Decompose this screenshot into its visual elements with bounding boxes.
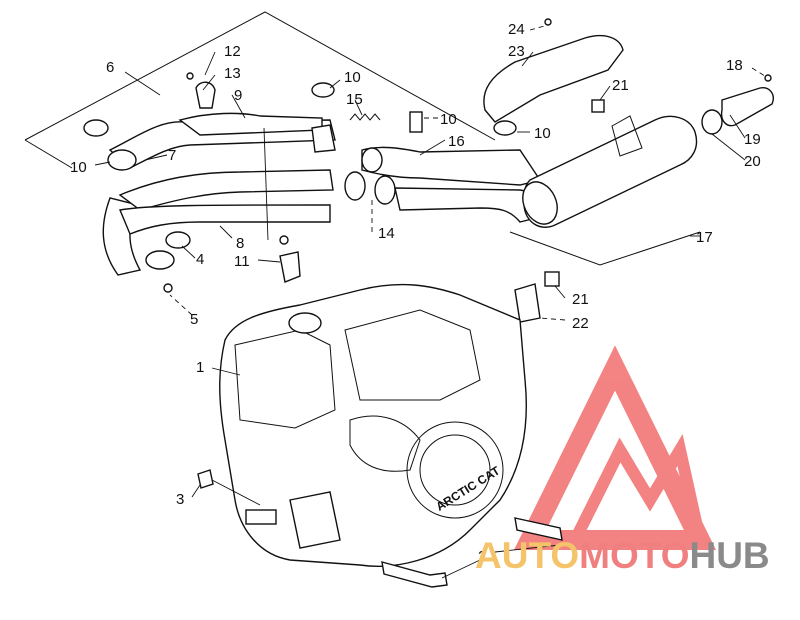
callout-19: 19 (744, 131, 761, 148)
clamp-10-mid (493, 120, 517, 136)
sensor-10 (409, 111, 423, 133)
clamp-4 (165, 231, 191, 249)
gasket-20 (701, 109, 723, 135)
heat-shield-23 (483, 34, 624, 123)
grommet-21-bottom (544, 271, 560, 287)
watermark-hub: HUB (689, 535, 769, 576)
callout-labels: 1 2 3 4 5 6 7 8 9 10 10 10 10 11 12 13 1… (70, 21, 761, 565)
callout-9: 9 (234, 87, 242, 104)
callout-23: 23 (508, 43, 525, 60)
callout-12: 12 (224, 43, 241, 60)
callout-3: 3 (176, 491, 184, 508)
watermark-moto: MOTO (579, 535, 689, 576)
callout-10-top-clamp: 10 (344, 69, 361, 86)
muffler-17 (522, 115, 698, 228)
screw-12 (186, 72, 194, 80)
clamp-13 (195, 81, 216, 109)
watermark-logo (513, 345, 717, 550)
bolt-2-lower (381, 561, 448, 588)
callout-18: 18 (726, 57, 743, 74)
callout-14: 14 (378, 225, 395, 242)
clamp-ring-10 (107, 149, 137, 171)
mid-pipe-16 (361, 146, 549, 223)
bracket-11 (279, 251, 301, 283)
callout-1: 1 (196, 359, 204, 376)
callout-10-sensor: 10 (440, 111, 457, 128)
leader-lines (94, 24, 766, 579)
engine-assembly-1: ARCTIC CAT (219, 283, 527, 567)
callout-21-top: 21 (612, 77, 629, 94)
assembly-bracket-6-left (24, 139, 73, 169)
screw-24 (544, 18, 552, 26)
assembly-bracket-17 (509, 231, 701, 266)
svg-text:AUTOMOTOHUB: AUTOMOTOHUB (475, 535, 770, 576)
callout-2: 2 (478, 548, 486, 565)
watermark-m-shape (565, 434, 708, 546)
callout-7: 7 (168, 147, 176, 164)
callout-13: 13 (224, 65, 241, 82)
watermark-text: AUTOMOTOHUB (475, 535, 770, 576)
bolt-2-upper (514, 517, 563, 541)
callout-6: 6 (106, 59, 114, 76)
spring-15 (349, 113, 381, 121)
gasket-14 (344, 171, 366, 201)
assembly-bracket-6 (24, 11, 496, 141)
callout-22: 22 (572, 315, 589, 332)
callout-16: 16 (448, 133, 465, 150)
heat-shield-9 (178, 112, 323, 136)
callout-11: 11 (234, 253, 250, 270)
callout-21-bottom: 21 (572, 291, 589, 308)
watermark-auto: AUTO (475, 535, 579, 576)
callout-15: 15 (346, 91, 363, 108)
callout-10-mid-clamp: 10 (534, 125, 551, 142)
clamp-10-top (311, 82, 335, 98)
screw-18 (764, 74, 772, 82)
callout-4: 4 (196, 251, 204, 268)
callout-20: 20 (744, 153, 761, 170)
spark-arrestor-19 (720, 87, 774, 127)
bracket-22 (514, 283, 541, 323)
grommet-21-top (591, 99, 605, 113)
callout-17: 17 (696, 229, 713, 246)
callout-24: 24 (508, 21, 525, 38)
nut-3 (197, 469, 214, 489)
callout-8: 8 (236, 235, 244, 252)
nut-5 (163, 283, 173, 293)
callout-5: 5 (190, 311, 198, 328)
callout-10-front-clamp: 10 (70, 159, 87, 176)
